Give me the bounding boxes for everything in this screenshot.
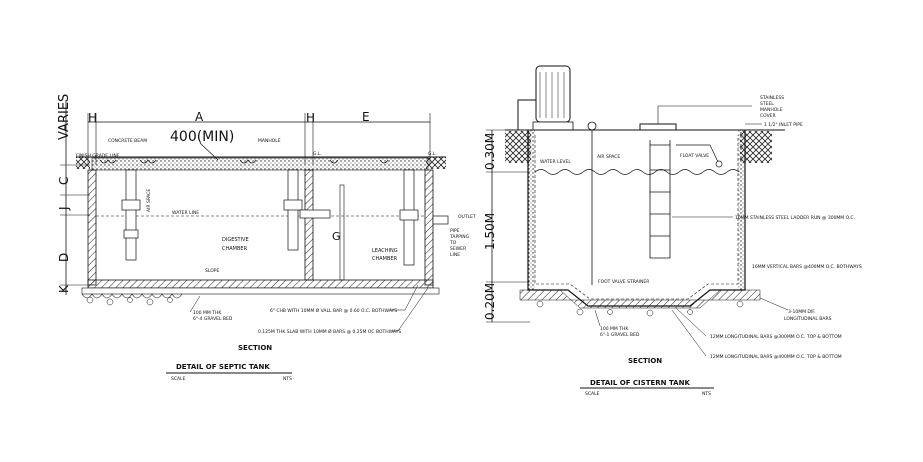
septic-detail-title: DETAIL OF SEPTIC TANK <box>176 363 270 371</box>
cistern-detail-title: DETAIL OF CISTERN TANK <box>590 379 690 387</box>
label-inlet-pipe: 1 1/2" INLET PIPE <box>764 122 803 128</box>
label-digestive: DIGESTIVE <box>222 237 249 243</box>
label-concrete-beam: CONCRETE BEAM <box>108 138 147 144</box>
cistern-tank-section: 0.30M 1.50M 0.20M <box>483 65 862 397</box>
label-pipe: PIPE <box>450 228 460 234</box>
dim-030: 0.30M <box>483 133 497 170</box>
label-cistern-gravel-bed: 6"-1 GRAVEL BED <box>600 332 640 338</box>
label-cistern-gravel-thk: 100 MM THK <box>600 326 629 332</box>
label-to: TO <box>449 240 457 246</box>
label-slope: SLOPE <box>205 268 219 274</box>
label-tie-bars: 3-10MM DIF. <box>788 309 816 315</box>
septic-scale-label: SCALE <box>171 376 186 382</box>
label-ladder-note: 16MM STAINLESS STEEL LADDER RUN @ 300MM … <box>735 215 855 221</box>
dim-varies: VARIES <box>57 94 72 140</box>
label-air-space: AIR SPACE <box>597 154 620 160</box>
dim-020: 0.20M <box>483 283 497 320</box>
septic-tee-pipe-3 <box>399 169 449 266</box>
dim-a: A <box>195 110 204 124</box>
label-vertical-bars: 16MM VERTICAL BARS @400MM O.C. BOTHWAYS <box>752 264 862 270</box>
cistern-nts-label: NTS <box>702 391 711 397</box>
label-water-line: WATER LINE <box>172 210 199 216</box>
septic-tank-section: H A H E 400(MIN) VARIES C J D K <box>57 94 476 382</box>
septic-tee-pipe-1 <box>121 169 141 261</box>
label-tie-bars-long: LONGITUDINAL BARS <box>784 316 832 322</box>
label-outlet: OUTLET <box>458 214 476 220</box>
label-gl2: G.L. <box>428 151 437 157</box>
dim-k: K <box>57 284 71 293</box>
dim-400-min: 400(MIN) <box>170 129 234 145</box>
dim-j: J <box>57 206 71 211</box>
septic-tee-pipe-2 <box>283 169 331 251</box>
ladder <box>649 140 671 259</box>
dim-e: E <box>362 110 370 124</box>
label-manhole: MANHOLE <box>258 138 281 144</box>
label-wall-note: 6" CHB WITH 10MM Ø VALL BAR @ 0.60 O.C. … <box>270 307 397 314</box>
dim-c: C <box>57 177 71 185</box>
label-gravel-thk: 100 MM THK <box>193 310 222 316</box>
label-line: LINE <box>450 252 460 258</box>
label-leaching-chamber: CHAMBER <box>372 256 398 262</box>
label-digestive-chamber: CHAMBER <box>222 246 248 252</box>
label-manhole-cover: COVER <box>760 113 776 119</box>
dim-h2: H <box>306 111 315 125</box>
label-sewer: SEWER <box>450 246 466 252</box>
cistern-section-title: SECTION <box>628 357 662 365</box>
label-foot-valve: FOOT VALVE STRAINER <box>598 279 649 285</box>
cistern-scale-label: SCALE <box>585 391 600 397</box>
label-tapping: TAPPING <box>449 234 470 240</box>
label-finish-grade: FINISH GRADE LINE <box>76 153 120 159</box>
dim-g: G <box>332 230 341 243</box>
label-gravel-bed: 6"-4 GRAVEL BED <box>193 316 233 322</box>
septic-nts-label: NTS <box>283 376 292 382</box>
label-water-level: WATER LEVEL <box>540 159 571 165</box>
pump-motor <box>535 65 571 123</box>
dim-d: D <box>57 253 71 262</box>
label-long-bars-2: 12MM LONGITUDINAL BARS @400MM O.C. TOP &… <box>710 354 842 360</box>
septic-section-title: SECTION <box>238 344 272 352</box>
label-gl1: G.L. <box>313 151 322 157</box>
label-slab-note: 0.125M THK SLAB WITH 10MM Ø BARS @ 0.25M… <box>258 328 401 335</box>
label-leaching: LEACHING <box>372 248 398 254</box>
label-manhole-steel: STEEL <box>760 101 774 107</box>
label-air-space: AIR SPACE <box>146 189 152 212</box>
dim-h1: H <box>88 111 97 125</box>
label-long-bars-1: 12MM LONGITUDINAL BARS @300MM O.C. TOP &… <box>710 334 842 340</box>
dim-150: 1.50M <box>483 213 497 250</box>
label-manhole-manhole: MANHOLE <box>760 107 783 113</box>
label-float-valve: FLOAT VALVE <box>680 153 709 159</box>
label-manhole-stainless: STAINLESS <box>760 95 784 101</box>
